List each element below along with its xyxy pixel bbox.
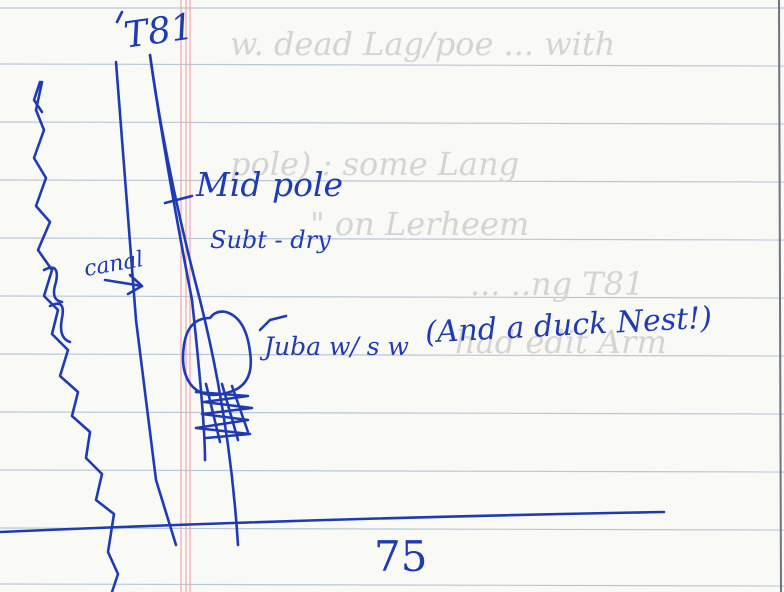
juba-circle xyxy=(181,310,253,397)
road-line-left xyxy=(114,60,178,547)
canal-squiggle-top xyxy=(32,80,44,114)
ruled-line xyxy=(0,353,784,357)
canal-squiggle xyxy=(32,80,120,592)
baseline-line xyxy=(0,510,666,534)
canal-loops xyxy=(42,266,72,344)
bleed-through-text: had edit Arm xyxy=(455,323,667,361)
bleed-through-text: w. dead Lag/poe ... with xyxy=(230,25,616,63)
bleed-through-text: ... ..ng T81 xyxy=(470,265,645,303)
mid-pole-label: Mid pole xyxy=(196,165,344,204)
juba-arrow xyxy=(258,314,288,332)
ruled-line xyxy=(0,179,784,183)
ruled-line xyxy=(0,121,784,125)
ruled-line xyxy=(0,295,784,299)
mid-pole-tick xyxy=(163,194,194,205)
ruled-line xyxy=(0,583,784,587)
road-line-right xyxy=(148,53,240,547)
sub-dry-label: Subt - dry xyxy=(210,226,331,254)
page-edge xyxy=(778,0,782,592)
page-number: 75 xyxy=(374,532,428,581)
ruled-line xyxy=(0,469,784,473)
bleed-through-text: pole) : some Lang xyxy=(230,145,520,183)
juba-label: Juba w/ s w xyxy=(264,332,409,361)
bleed-through-text: " on Lerheem xyxy=(310,205,530,243)
t81-label: T81 xyxy=(121,6,197,57)
canal-arrow xyxy=(103,273,144,296)
duck-nest-scribble xyxy=(194,382,254,444)
ruled-line xyxy=(0,63,784,67)
ruled-line xyxy=(0,527,784,531)
t81-tick xyxy=(115,10,124,24)
ruled-line xyxy=(0,411,784,415)
